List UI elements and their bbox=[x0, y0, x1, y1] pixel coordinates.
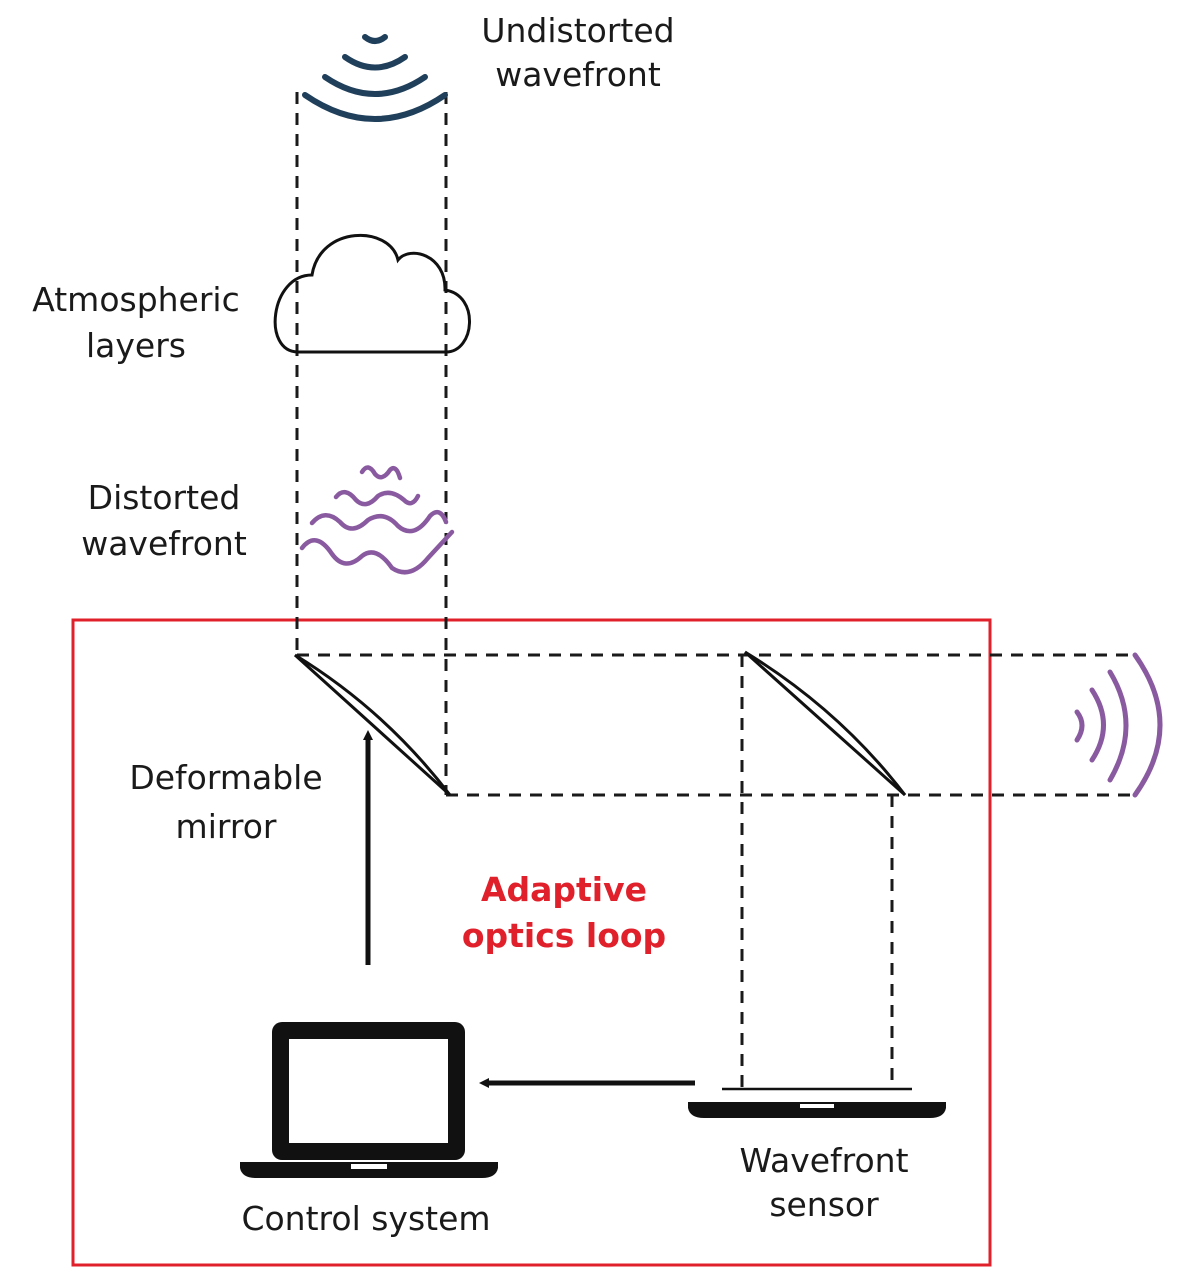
distorted-wavefront-label: Distorted bbox=[88, 478, 241, 517]
undistorted-wavefront-label-line2: wavefront bbox=[495, 55, 661, 94]
deformable-mirror-icon bbox=[293, 653, 452, 797]
atmospheric-layers-label-line2: layers bbox=[86, 326, 186, 365]
wavefront-sensor-icon bbox=[688, 1087, 946, 1118]
deformable-mirror-label-line2: mirror bbox=[176, 807, 277, 846]
wavefront-sensor-label-line2: sensor bbox=[769, 1185, 879, 1224]
control-system-label: Control system bbox=[241, 1199, 490, 1238]
beamsplitter-icon bbox=[744, 650, 907, 797]
outgoing-wavefront-icon bbox=[1074, 652, 1163, 798]
distorted-wavefront-label-line2: wavefront bbox=[81, 524, 247, 563]
wavefront-arcs-icon bbox=[302, 34, 448, 122]
laptop-icon bbox=[240, 1022, 498, 1178]
adaptive-optics-loop-frame bbox=[71, 618, 992, 1267]
distorted-wavefront-icon bbox=[299, 465, 455, 575]
atmospheric-layers-label: Atmospheric bbox=[32, 280, 240, 319]
wavefront-sensor-label: Wavefront bbox=[739, 1141, 908, 1180]
deformable-mirror-label: Deformable bbox=[129, 758, 322, 797]
cloud-icon bbox=[273, 233, 471, 354]
undistorted-wavefront-label: Undistorted bbox=[481, 11, 674, 50]
adaptive-optics-loop-label: Adaptive bbox=[481, 870, 647, 909]
beam-paths bbox=[295, 92, 1135, 1088]
adaptive-optics-loop-label-line2: optics loop bbox=[462, 916, 666, 955]
